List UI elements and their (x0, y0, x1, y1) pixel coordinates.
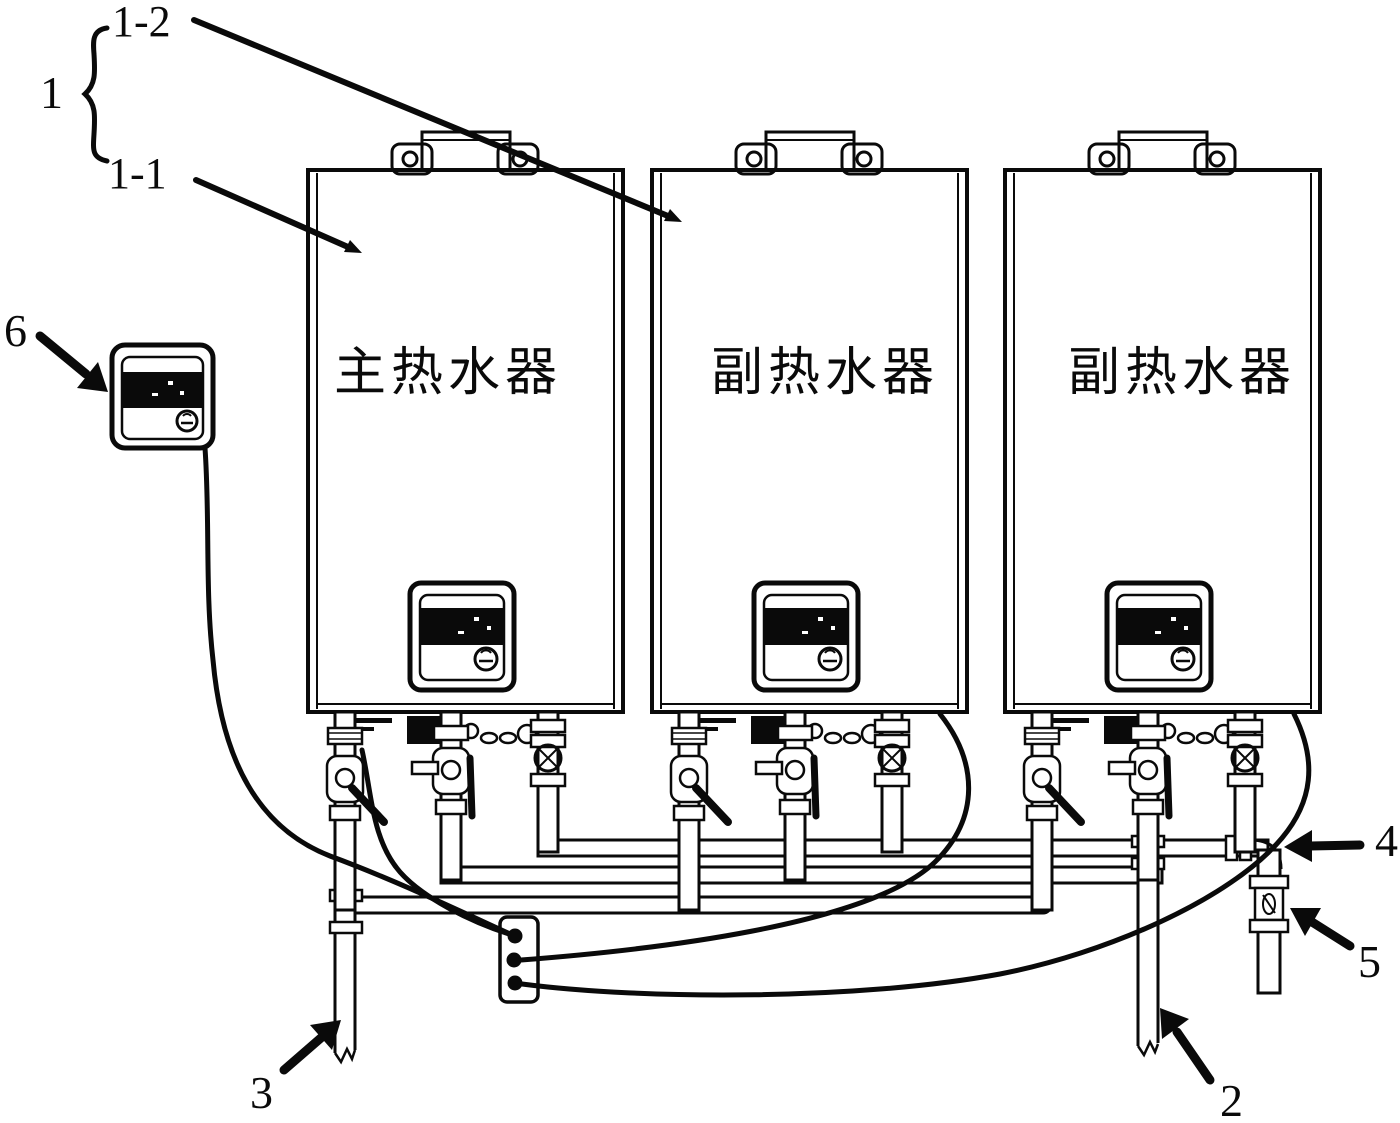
leader-line-1-1 (193, 177, 362, 253)
arrow-6 (35, 331, 108, 392)
heater-2-title: 副热水器 (711, 345, 939, 402)
heater-unit-aux-2 (1005, 132, 1320, 910)
callout-2: 2 (1220, 1075, 1243, 1123)
callout-5: 5 (1358, 936, 1381, 987)
arrow-3 (279, 1020, 341, 1075)
terminal-dot (507, 975, 523, 991)
callout-1-1: 1-1 (108, 149, 167, 198)
group-brace (81, 25, 110, 164)
arrow-2 (1160, 1008, 1215, 1085)
outlet-valve (1248, 874, 1290, 934)
heater-1-title: 主热水器 (334, 345, 562, 402)
terminal-dot (506, 952, 522, 968)
controller-power-button (175, 409, 199, 433)
callout-6: 6 (4, 305, 27, 356)
controller-display (123, 372, 202, 408)
callout-1-2: 1-2 (112, 0, 171, 46)
remote-controller (109, 342, 216, 451)
callout-3: 3 (250, 1067, 273, 1118)
leader-line-1-2 (191, 17, 682, 222)
arrow-5 (1290, 908, 1355, 951)
heater-3-wire (519, 711, 1312, 998)
heater-unit-aux-1 (652, 132, 967, 910)
callout-4: 4 (1375, 815, 1398, 866)
heater-3-title: 副热水器 (1068, 345, 1296, 402)
callout-1: 1 (40, 67, 63, 118)
arrow-4 (1284, 830, 1365, 862)
terminal-dot (507, 928, 523, 944)
heater-1-wire (359, 747, 512, 937)
heater-2-wire (518, 711, 972, 963)
